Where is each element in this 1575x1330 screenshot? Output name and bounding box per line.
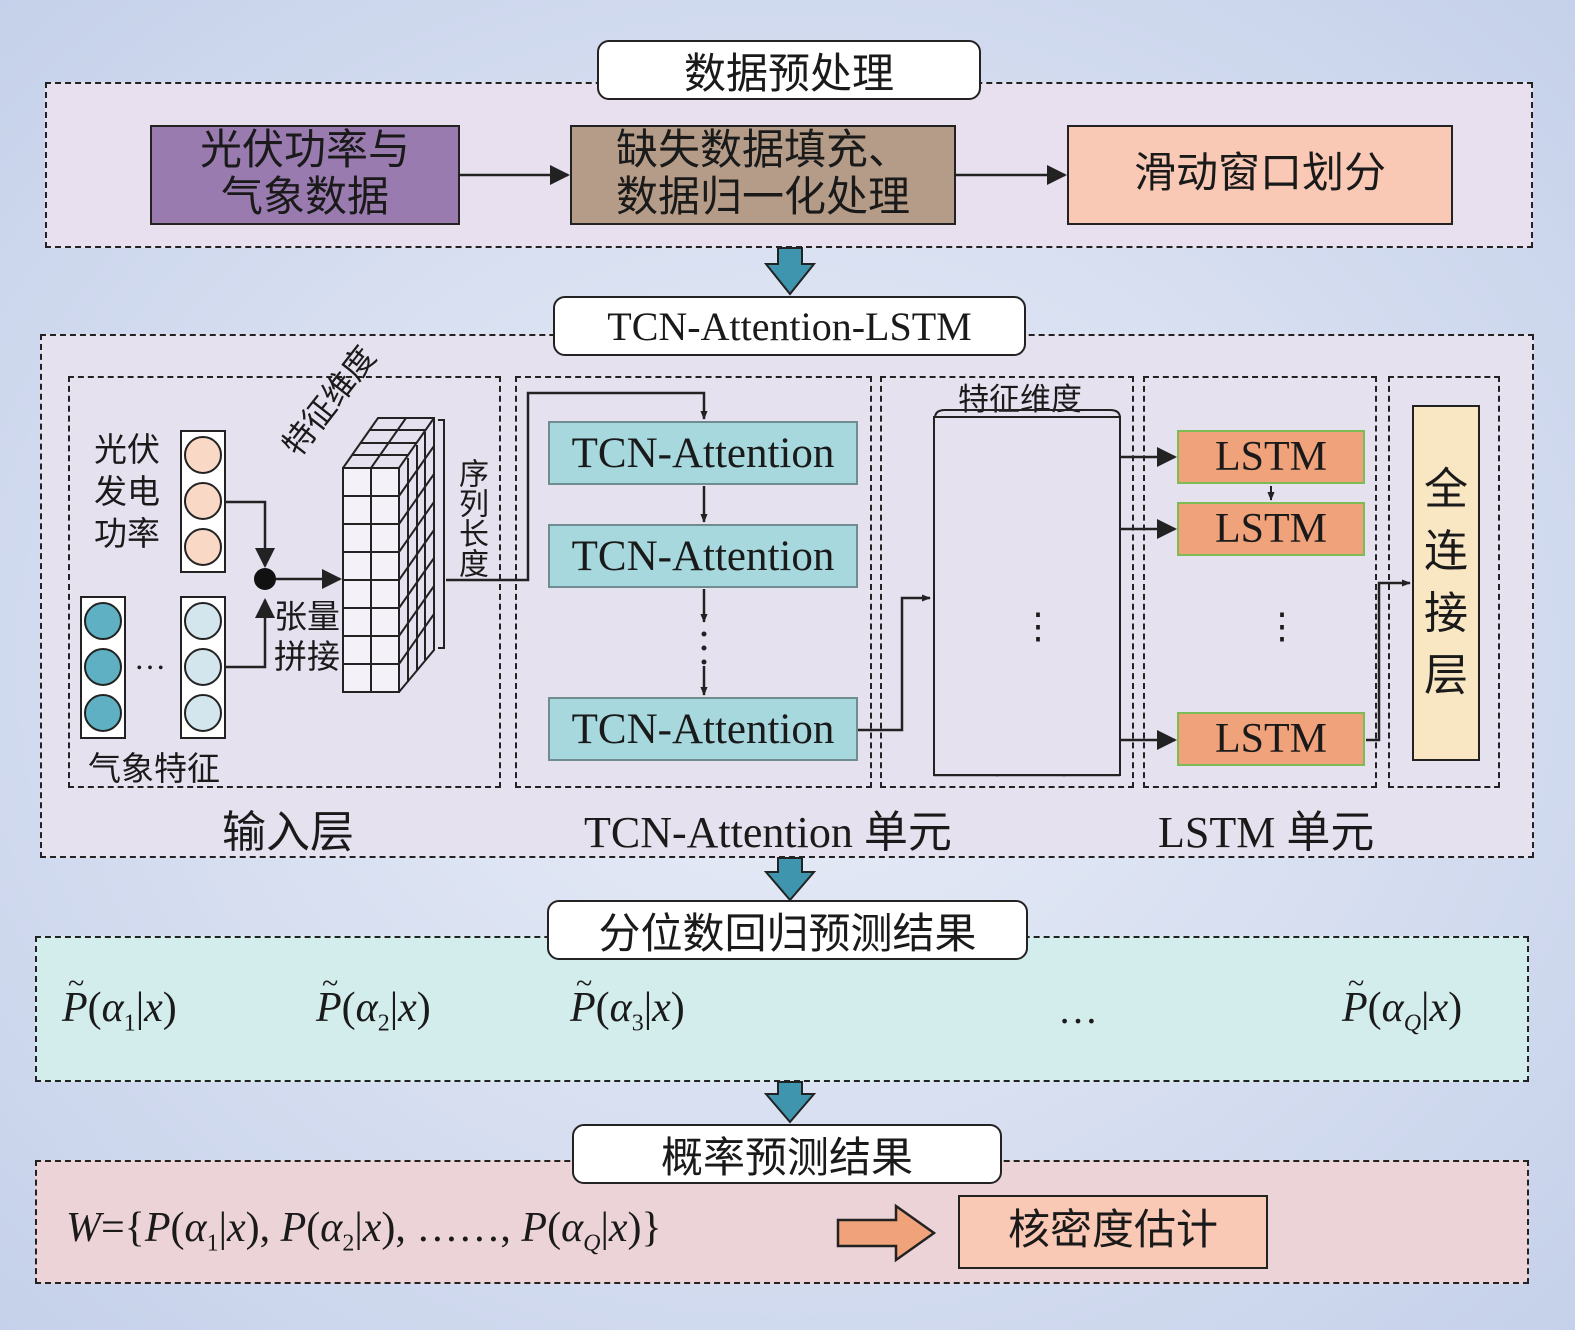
down-arrow-2 [763, 857, 817, 902]
weather1-node-1 [84, 602, 122, 640]
quantile-ellipsis: … [1058, 987, 1098, 1032]
fill-normalize-line2: 数据归一化处理 [615, 175, 910, 221]
lstm-cell-2: LSTM [1177, 502, 1365, 556]
probability-formula: W={P(α1|x), P(α2|x), ……, P(αQ|x)} [66, 1205, 662, 1257]
weathern-node-1 [184, 602, 222, 640]
tcn-attention-block-1: TCN-Attention [548, 421, 858, 485]
tcn-attention-block-n: TCN-Attention [548, 697, 858, 761]
input-layer-panel [68, 376, 501, 788]
fc-char-3: 接 [1424, 589, 1468, 638]
tcn-unit-panel [515, 376, 872, 788]
weathern-node-2 [184, 648, 222, 686]
fc-char-1: 全 [1424, 465, 1468, 514]
down-arrow-1 [763, 247, 817, 296]
tcn-unit-label: TCN-Attention 单元 [584, 808, 952, 857]
feature-matrix [933, 416, 1121, 776]
pv-node-1 [184, 436, 222, 474]
lstm-cell-1: LSTM [1177, 430, 1365, 484]
lstm-cell-n: LSTM [1177, 712, 1365, 766]
pv-node-2 [184, 482, 222, 520]
concat-line2: 拼接 [274, 640, 340, 676]
weather-feature-label: 气象特征 [88, 752, 220, 788]
pv-power-line3: 功率 [94, 517, 160, 553]
feature-dim-label: 特征维度 [958, 382, 1082, 417]
quantile-item-3: P~(α3|x) [570, 967, 685, 1037]
fc-char-4: 层 [1424, 651, 1468, 700]
feature-matrix-dots: ⋮ [1020, 606, 1056, 646]
weather-ellipsis: … [134, 640, 166, 676]
pv-power-line2: 发电 [94, 475, 160, 511]
model-title: TCN-Attention-LSTM [553, 296, 1026, 356]
lstm-dots: ⋮ [1264, 606, 1300, 646]
weathern-node-3 [184, 694, 222, 732]
pv-node-3 [184, 528, 222, 566]
fill-normalize-box: 缺失数据填充、 数据归一化处理 [570, 125, 956, 225]
fill-normalize-line1: 缺失数据填充、 [615, 127, 910, 174]
quantile-panel [35, 936, 1529, 1082]
lstm-unit-label: LSTM 单元 [1158, 808, 1375, 857]
pv-power-label: 光伏 发电 功率 [94, 430, 160, 556]
weather1-node-3 [84, 694, 122, 732]
down-arrow-3 [763, 1081, 817, 1124]
pv-weather-data-box: 光伏功率与 气象数据 [150, 125, 460, 225]
concat-label: 张量 拼接 [274, 598, 340, 678]
tcn-attention-block-2: TCN-Attention [548, 524, 858, 588]
pv-weather-data-line1: 光伏功率与 [199, 127, 410, 174]
pv-power-line1: 光伏 [94, 433, 160, 469]
kde-box: 核密度估计 [958, 1195, 1268, 1269]
feature-panel [880, 376, 1134, 788]
quantile-title: 分位数回归预测结果 [547, 900, 1028, 960]
probability-title: 概率预测结果 [572, 1124, 1002, 1184]
quantile-item-1: P~(α1|x) [62, 967, 177, 1037]
input-layer-label: 输入层 [222, 808, 354, 857]
quantile-item-2: P~(α2|x) [316, 967, 431, 1037]
fc-char-2: 连 [1424, 527, 1468, 576]
pv-weather-data-line2: 气象数据 [220, 175, 389, 221]
concat-line1: 张量 [274, 600, 340, 636]
fully-connected-layer: 全 连 接 层 [1412, 405, 1480, 761]
quantile-item-q: P~(αQ|x) [1342, 967, 1463, 1037]
weather1-node-2 [84, 648, 122, 686]
seq-len-label: 序列长度 [454, 458, 487, 578]
preprocess-title: 数据预处理 [597, 40, 981, 100]
sliding-window-box: 滑动窗口划分 [1067, 125, 1453, 225]
